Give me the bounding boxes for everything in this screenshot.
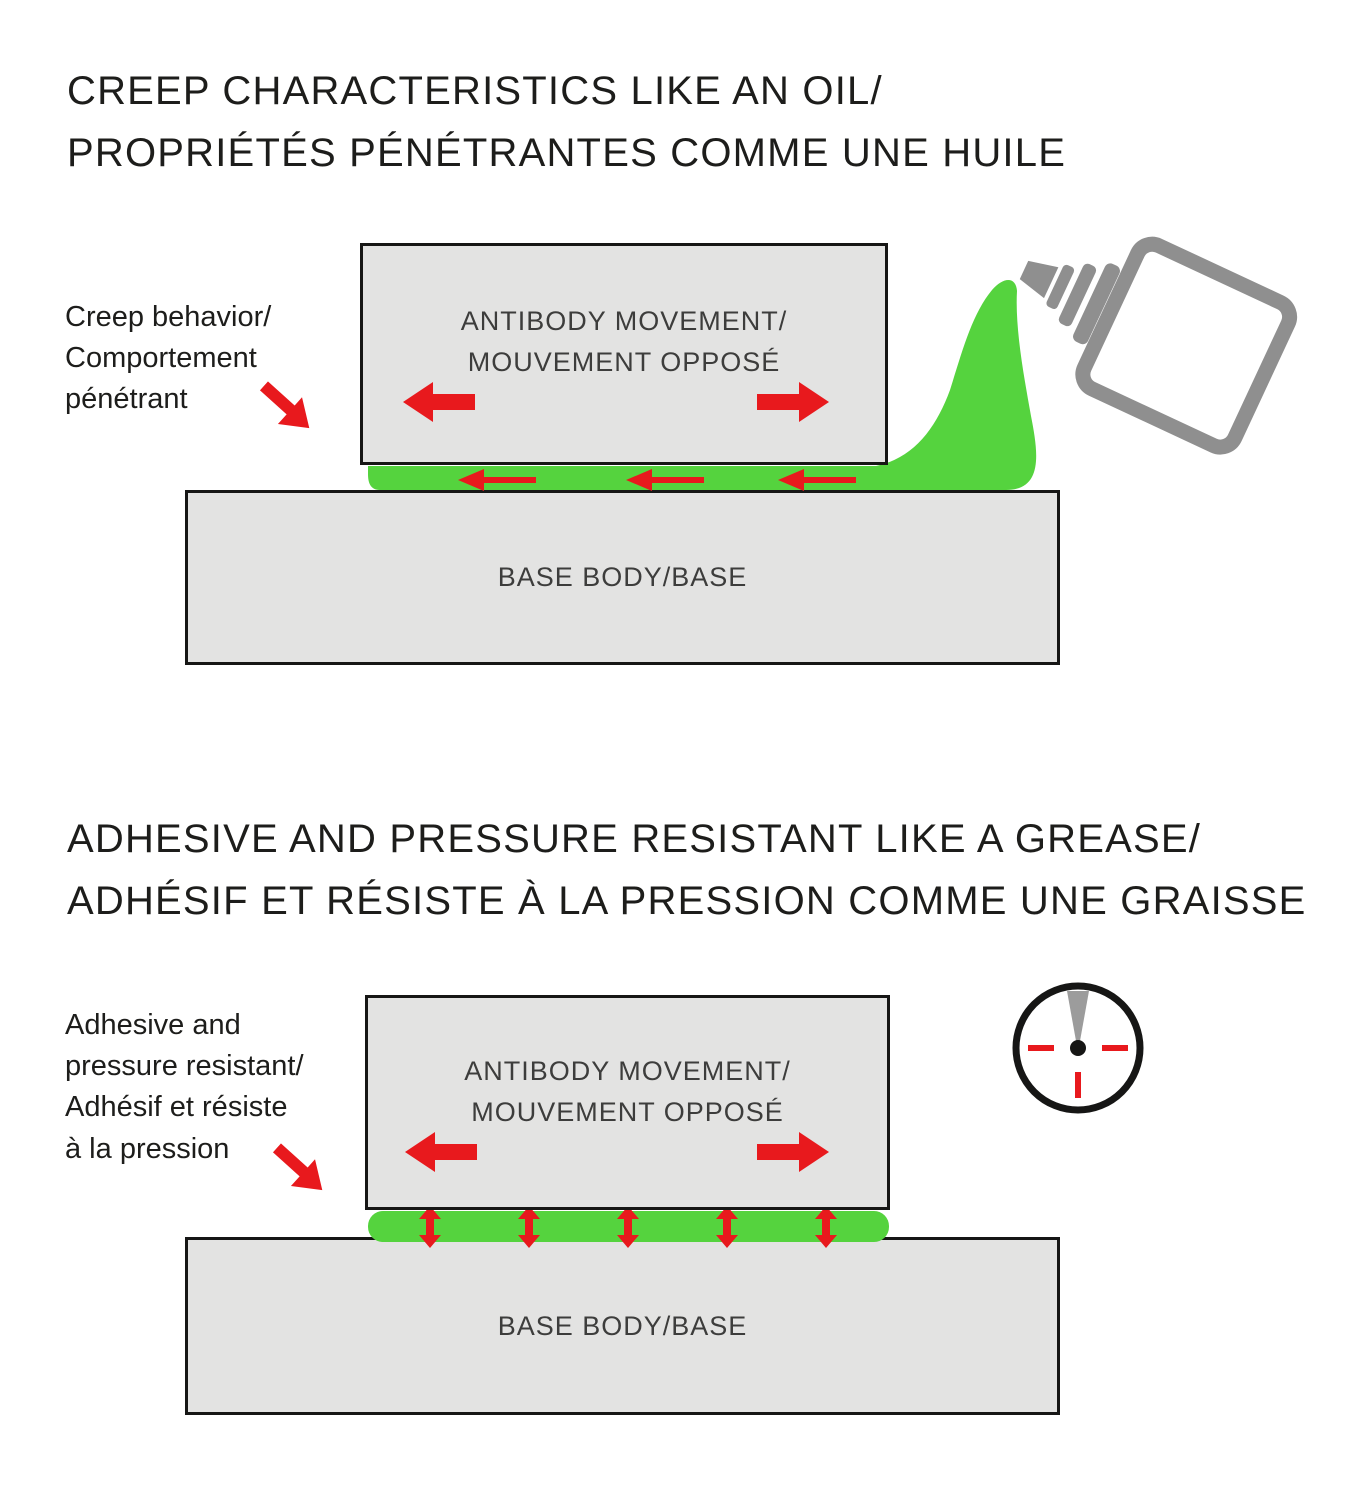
motion-arrow-right-icon <box>757 1132 829 1172</box>
bond-arrow-icon <box>815 1206 837 1248</box>
oil-moving-block-line2: MOUVEMENT OPPOSÉ <box>467 346 781 377</box>
grease-side-label: Adhesive and pressure resistant/ Adhésif… <box>65 1009 304 1165</box>
oil-title-line1: CREEP CHARACTERISTICS LIKE AN OIL/ <box>67 69 883 113</box>
creep-flow-arrow-icon <box>458 469 536 491</box>
green-lubricant-film <box>368 280 1037 490</box>
grease-title-line1: ADHESIVE AND PRESSURE RESISTANT LIKE A G… <box>67 817 1202 861</box>
grease-moving-block-line1: ANTIBODY MOVEMENT/ <box>464 1056 791 1086</box>
oil-side-label: Creep behavior/ Comportement pénétrant <box>65 301 272 416</box>
bond-arrow-icon <box>518 1206 540 1248</box>
motion-arrow-left-icon <box>405 1132 477 1172</box>
spray-can-icon <box>1019 236 1298 455</box>
oil-moving-block-line1: ANTIBODY MOVEMENT/ <box>460 306 788 336</box>
creep-flow-arrow-icon <box>778 469 856 491</box>
grease-base-body-block: BASE BODY/BASE <box>185 1237 1060 1415</box>
oil-moving-block: ANTIBODY MOVEMENT/ MOUVEMENT OPPOSÉ <box>360 243 888 465</box>
oil-base-body-block: BASE BODY/BASE <box>185 490 1060 665</box>
oil-title-line2: PROPRIÉTÉS PÉNÉTRANTES COMME UNE HUILE <box>67 131 1067 175</box>
grease-section-title: ADHESIVE AND PRESSURE RESISTANT LIKE A G… <box>67 808 1307 932</box>
motion-arrow-right-icon <box>757 382 829 422</box>
bond-arrow-icon <box>716 1206 738 1248</box>
grease-moving-block: ANTIBODY MOVEMENT/ MOUVEMENT OPPOSÉ <box>365 995 890 1210</box>
grease-title-line2: ADHÉSIF ET RÉSISTE À LA PRESSION COMME U… <box>67 879 1307 923</box>
oil-section-title: CREEP CHARACTERISTICS LIKE AN OIL/ PROPR… <box>67 60 1066 184</box>
grease-base-body-label: BASE BODY/BASE <box>497 1310 748 1341</box>
bond-arrow-icon <box>617 1206 639 1248</box>
grease-moving-block-label: ANTIBODY MOVEMENT/ MOUVEMENT OPPOSÉ <box>368 1051 887 1132</box>
oil-base-body-label: BASE BODY/BASE <box>497 562 748 592</box>
bond-arrow-icon <box>419 1206 441 1248</box>
oil-moving-block-label: ANTIBODY MOVEMENT/ MOUVEMENT OPPOSÉ <box>363 301 885 382</box>
motion-arrow-left-icon <box>403 382 475 422</box>
oil-pointer-arrow-icon <box>250 372 324 445</box>
creep-flow-arrow-icon <box>626 469 704 491</box>
pressure-gauge-icon <box>1012 982 1144 1114</box>
grease-pointer-arrow-icon <box>263 1134 337 1207</box>
grease-moving-block-line2: MOUVEMENT OPPOSÉ <box>471 1096 784 1127</box>
